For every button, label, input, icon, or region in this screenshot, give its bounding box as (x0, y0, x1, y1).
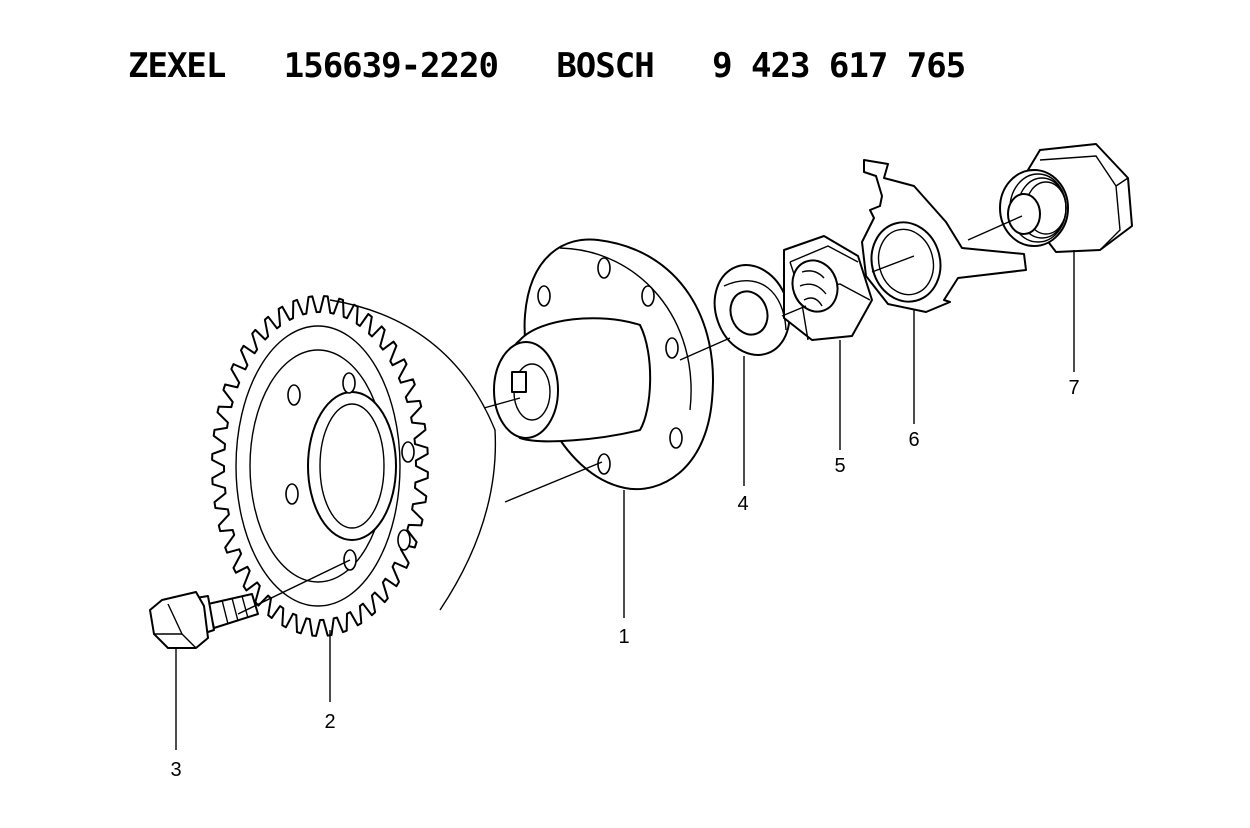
callout-2: 2 (324, 711, 335, 733)
gear-part (211, 295, 497, 637)
callout-4: 4 (737, 493, 748, 515)
callout-5: 5 (834, 455, 845, 477)
leader-lines (175, 250, 1075, 750)
plug-part (999, 143, 1133, 253)
callout-3: 3 (170, 759, 181, 781)
lock-plate-part (861, 159, 1027, 313)
callout-6: 6 (908, 429, 919, 451)
callout-1: 1 (618, 626, 629, 648)
callout-7: 7 (1068, 377, 1079, 399)
diagram-title: ZEXEL 156639-2220 BOSCH 9 423 617 765 (128, 46, 966, 86)
hub-part (493, 238, 714, 491)
bolt-part (149, 591, 259, 649)
nut-part (783, 235, 873, 341)
assembly-axis-lines (237, 215, 1023, 615)
part-callouts: 1 2 3 4 5 6 7 (170, 377, 1079, 781)
